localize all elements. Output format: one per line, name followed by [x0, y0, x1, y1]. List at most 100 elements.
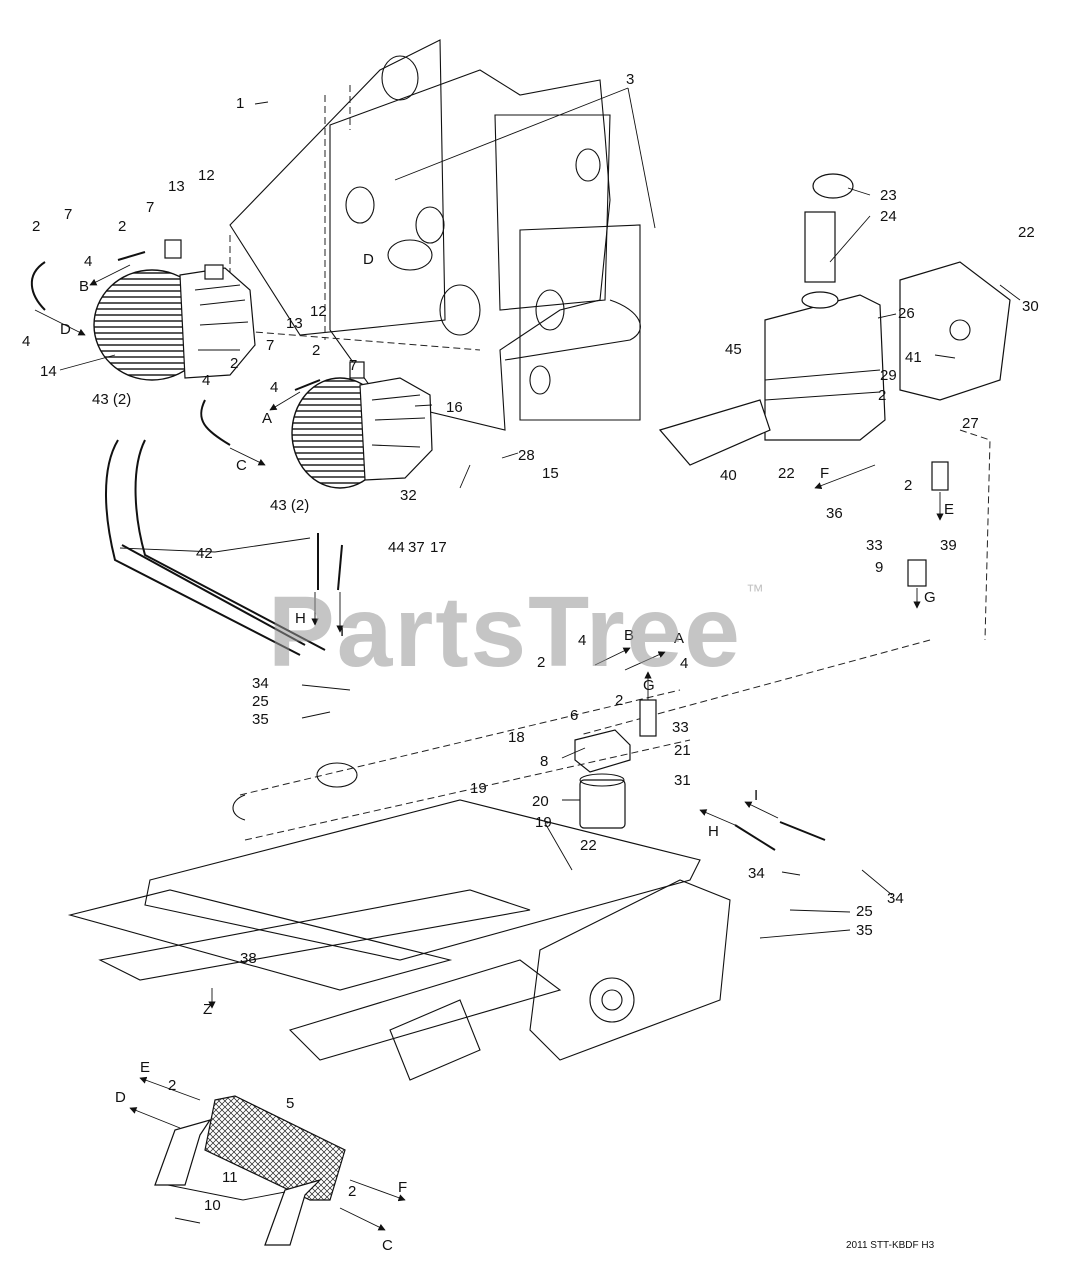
flow-h-right: H — [708, 823, 719, 840]
callout-35-b: 35 — [856, 922, 873, 939]
callout-7-a: 7 — [64, 206, 72, 223]
callout-33: 33 — [672, 719, 689, 736]
return-hoses — [30, 251, 321, 466]
callout-44: 44 — [388, 539, 405, 556]
callout-4-d: 4 — [270, 379, 278, 396]
oil-cooler[interactable] — [129, 1076, 406, 1246]
callout-37: 37 — [408, 539, 425, 556]
drawing-code: 2011 STT-KBDF H3 — [846, 1240, 935, 1251]
flow-z: Z — [203, 1001, 212, 1018]
callout-2-cooler-a: 2 — [168, 1077, 176, 1094]
left-hydraulic-pump[interactable] — [93, 239, 256, 381]
callout-4-b: 4 — [22, 333, 30, 350]
callout-45: 45 — [725, 341, 742, 358]
callout-36: 36 — [826, 505, 843, 522]
callout-2-e: 2 — [537, 654, 545, 671]
callout-34-b: 34 — [748, 865, 765, 882]
callout-19-a: 19 — [470, 780, 487, 797]
callout-7-c: 7 — [266, 337, 274, 354]
callout-41: 41 — [905, 349, 922, 366]
flow-i-left: I — [340, 623, 344, 640]
callout-43-b: 43 (2) — [270, 497, 309, 514]
callout-23: 23 — [880, 187, 897, 204]
callout-34-c: 34 — [887, 890, 904, 907]
right-hydraulic-pump[interactable] — [291, 361, 433, 489]
flow-letter-labels: B D D A C H I B A G F E G I H Z E D F C — [60, 251, 954, 1254]
flow-e-tank: E — [944, 501, 954, 518]
callout-4-e: 4 — [578, 632, 586, 649]
callout-19-b: 19 — [535, 814, 552, 831]
callout-40: 40 — [720, 467, 737, 484]
callout-8: 8 — [540, 753, 548, 770]
callout-3: 3 — [626, 71, 634, 88]
callout-18: 18 — [508, 729, 525, 746]
callout-2-d: 2 — [312, 342, 320, 359]
flow-arrows — [208, 461, 949, 1009]
engine-mount-plates — [229, 39, 641, 431]
hydraulic-hoses[interactable] — [105, 439, 344, 656]
callout-6: 6 — [570, 707, 578, 724]
callout-leaders — [59, 87, 1021, 1224]
callout-27: 27 — [962, 415, 979, 432]
callout-34-a: 34 — [252, 675, 269, 692]
flow-i-right: I — [754, 787, 758, 804]
pump-hoses-h-i[interactable] — [699, 801, 826, 851]
callout-13: 13 — [168, 178, 185, 195]
flow-g-tank: G — [924, 589, 936, 606]
oil-filter-assembly[interactable] — [574, 729, 631, 829]
flow-g-mid: G — [643, 677, 655, 694]
callout-2-b: 2 — [118, 218, 126, 235]
flow-b-left: B — [79, 278, 89, 295]
callout-32: 32 — [400, 487, 417, 504]
flow-e-cooler: E — [140, 1059, 150, 1076]
callout-12-b: 12 — [310, 303, 327, 320]
callout-9: 9 — [875, 559, 883, 576]
callout-39: 39 — [940, 537, 957, 554]
callout-24: 24 — [880, 208, 897, 225]
callout-11: 11 — [222, 1169, 238, 1186]
callout-2-c: 2 — [230, 355, 238, 372]
callout-21: 21 — [674, 742, 691, 759]
callout-2-tank-b: 2 — [904, 477, 912, 494]
flow-c-cooler: C — [382, 1237, 393, 1254]
callout-4-c: 4 — [202, 372, 210, 389]
hydraulic-reservoir[interactable] — [658, 173, 1011, 466]
flow-d-cooler: D — [115, 1089, 126, 1106]
callout-7-d: 7 — [349, 357, 357, 374]
callout-2-f: 2 — [615, 692, 623, 709]
callout-33-tank: 33 — [866, 537, 883, 554]
callout-20: 20 — [532, 793, 549, 810]
callout-2-cooler-b: 2 — [348, 1183, 356, 1200]
callout-35-a: 35 — [252, 711, 269, 728]
callout-4-f: 4 — [680, 655, 688, 672]
callout-22-top: 22 — [1018, 224, 1035, 241]
flow-a-left: A — [262, 410, 272, 427]
flow-d-left: D — [60, 321, 71, 338]
callout-17: 17 — [430, 539, 447, 556]
callout-14: 14 — [40, 363, 57, 380]
flow-h-left: H — [295, 610, 306, 627]
flow-c-left: C — [236, 457, 247, 474]
watermark-text: PartsTree — [268, 576, 742, 688]
callout-13-b: 13 — [286, 315, 303, 332]
flow-a-mid: A — [674, 630, 684, 647]
flow-b-mid: B — [624, 627, 634, 644]
callout-10: 10 — [204, 1197, 221, 1214]
callout-22-filter: 22 — [580, 837, 597, 854]
flow-d-frame: D — [363, 251, 374, 268]
flow-f-cooler: F — [398, 1179, 407, 1196]
callout-28: 28 — [518, 447, 535, 464]
callout-29: 29 — [880, 367, 897, 384]
callout-25-a: 25 — [252, 693, 269, 710]
callout-38: 38 — [240, 950, 257, 967]
callout-2-a: 2 — [32, 218, 40, 235]
callout-4-a: 4 — [84, 253, 92, 270]
trademark-symbol: ™ — [745, 581, 766, 601]
callout-22-tank: 22 — [778, 465, 795, 482]
callout-31: 31 — [674, 772, 691, 789]
callout-30: 30 — [1022, 298, 1039, 315]
callout-2-tank-a: 2 — [878, 387, 886, 404]
